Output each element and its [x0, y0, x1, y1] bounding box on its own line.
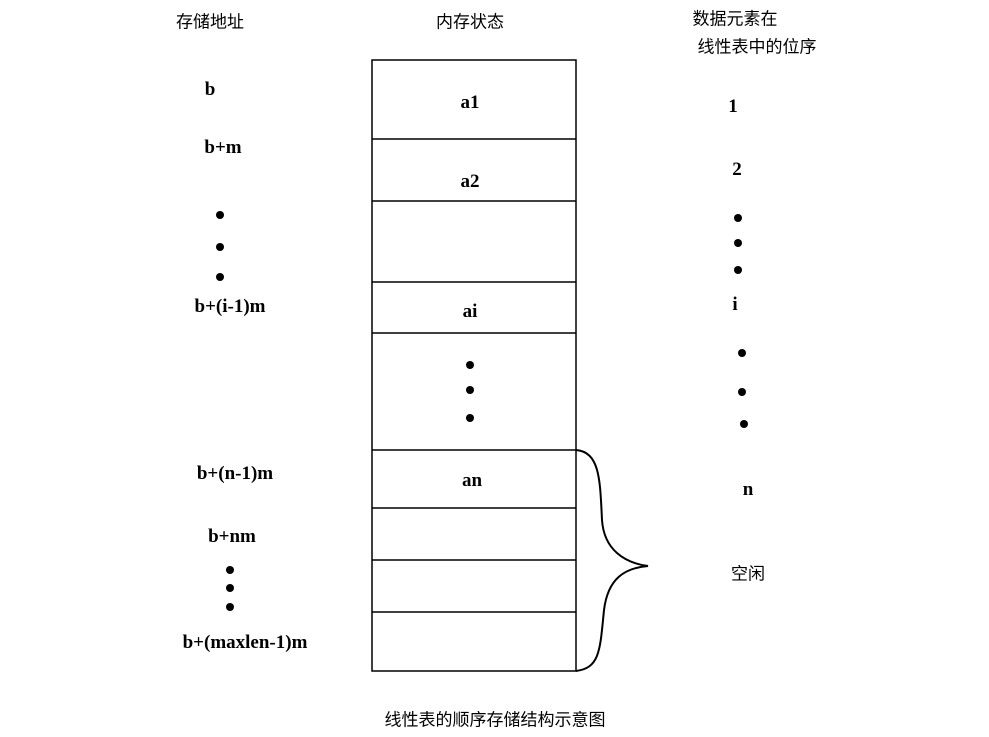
address-column-header: 存储地址	[176, 12, 244, 33]
cell-value: a2	[460, 171, 480, 192]
position-header-line2: 线性表中的位序	[697, 37, 817, 58]
cell-value: an	[461, 470, 483, 491]
position-header-line1: 数据元素在	[692, 9, 778, 30]
free-space-brace	[575, 449, 649, 672]
ellipsis-dot	[740, 420, 748, 428]
memory-block	[371, 59, 577, 672]
diagram-caption: 线性表的顺序存储结构示意图	[384, 710, 606, 731]
position-label: 1	[728, 96, 738, 117]
ellipsis-dot	[734, 214, 742, 222]
ellipsis-dot	[738, 349, 746, 357]
ellipsis-dot	[216, 243, 224, 251]
ellipsis-dot	[734, 266, 742, 274]
ellipsis-dot	[738, 388, 746, 396]
ellipsis-dot	[734, 239, 742, 247]
address-label: b+nm	[208, 526, 256, 547]
ellipsis-dot	[466, 386, 474, 394]
ellipsis-dot	[226, 603, 234, 611]
address-label: b+(maxlen-1)m	[182, 632, 308, 653]
ellipsis-dot	[216, 273, 224, 281]
position-label: i	[732, 294, 738, 315]
ellipsis-dot	[226, 584, 234, 592]
address-label: b+(i-1)m	[194, 296, 266, 317]
free-label: 空闲	[731, 564, 765, 585]
ellipsis-dot	[226, 566, 234, 574]
position-label: n	[742, 479, 754, 500]
address-label: b	[204, 79, 216, 100]
cell-value: a1	[460, 92, 480, 113]
address-label: b+(n-1)m	[196, 463, 274, 484]
memory-column-header: 内存状态	[436, 12, 504, 33]
cell-value: ai	[462, 301, 478, 322]
address-label: b+m	[204, 137, 242, 158]
ellipsis-dot	[216, 211, 224, 219]
position-label: 2	[732, 159, 742, 180]
ellipsis-dot	[466, 361, 474, 369]
ellipsis-dot	[466, 414, 474, 422]
